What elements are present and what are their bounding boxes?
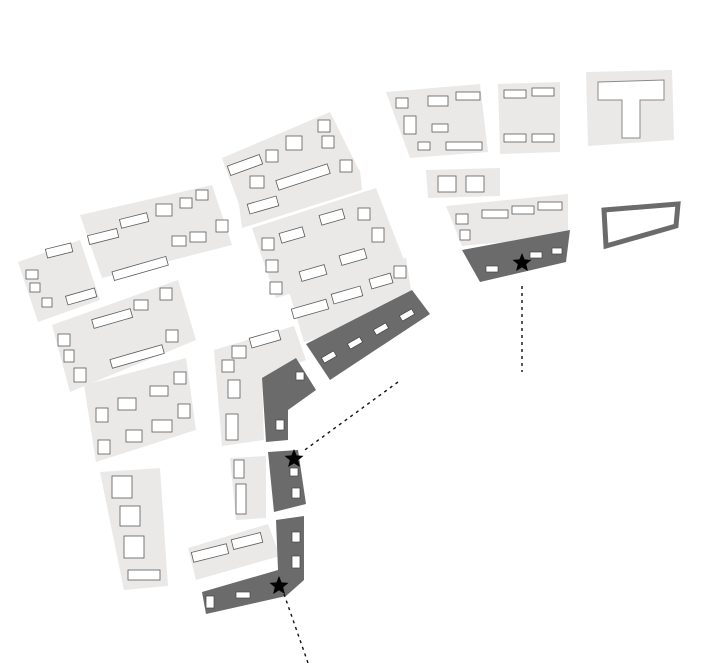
block-e-5 (446, 194, 568, 246)
star-icon (269, 576, 289, 594)
building-footprints (25, 119, 407, 581)
markers (269, 253, 532, 594)
block-e-4 (426, 168, 500, 198)
block-nw-2 (80, 185, 232, 278)
approach-routes (283, 286, 523, 663)
star-icon (512, 253, 532, 271)
route-central (301, 381, 399, 453)
t-shaped-building (597, 79, 665, 139)
route-south (283, 593, 309, 663)
street-segment-ne (306, 290, 430, 380)
street-segment-mid (268, 450, 306, 512)
outlined-plot (601, 201, 681, 250)
block-nw-3 (52, 280, 196, 392)
urban-blocks-east (386, 70, 681, 282)
block-w-5 (100, 468, 168, 590)
block-w-4 (84, 358, 196, 462)
block-e-1 (386, 84, 488, 158)
block-n-7 (236, 170, 362, 228)
star-icon (284, 449, 304, 467)
